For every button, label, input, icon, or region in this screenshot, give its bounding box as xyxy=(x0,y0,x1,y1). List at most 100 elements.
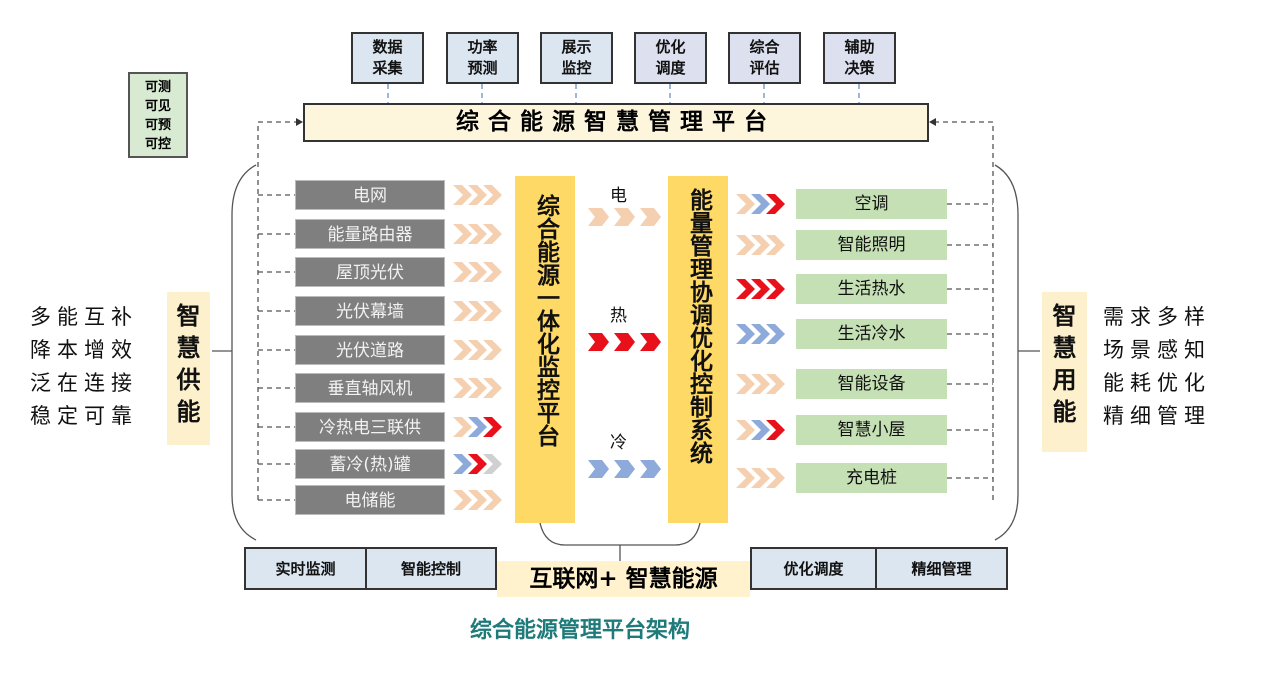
bottom-fine-management: 精细管理 xyxy=(875,547,1008,590)
top-function-box: 辅助 决策 xyxy=(823,32,896,84)
top-function-box: 优化 调度 xyxy=(634,32,707,84)
consumer-box: 生活冷水 xyxy=(796,319,947,349)
flow-arrow-icon xyxy=(588,460,609,478)
flow-chevron-icon xyxy=(751,194,770,214)
flow-chevron-icon xyxy=(766,374,785,394)
flow-chevron-icon xyxy=(483,301,502,321)
description-line: 降本增效 xyxy=(30,338,138,362)
bottom-realtime-monitoring: 实时监测 xyxy=(244,547,367,590)
flow-chevron-icon xyxy=(468,301,487,321)
flow-chevron-icon xyxy=(483,340,502,360)
supply-source-box: 光伏道路 xyxy=(295,335,445,365)
supply-source-box: 电网 xyxy=(295,180,445,210)
features-box: 可测 可见 可预 可控 xyxy=(128,72,188,158)
flow-chevron-icon xyxy=(751,468,770,488)
left-tag: 智慧供能 xyxy=(167,292,210,445)
top-function-box: 数据 采集 xyxy=(351,32,424,84)
left-feedback-line xyxy=(257,121,298,500)
flow-chevron-icon xyxy=(766,468,785,488)
caption: 综合能源管理平台架构 xyxy=(469,618,690,643)
flow-chevron-icon xyxy=(483,185,502,205)
flow-chevron-icon xyxy=(736,420,755,440)
flow-chevron-icon xyxy=(468,224,487,244)
description-line: 精细管理 xyxy=(1103,404,1211,428)
description-line: 多能互补 xyxy=(30,305,138,329)
flow-arrow-icon xyxy=(614,460,635,478)
control-system: 能量管理协调优化控制系统 xyxy=(668,176,728,523)
supply-source-box: 冷热电三联供 xyxy=(295,412,445,442)
flow-chevron-icon xyxy=(766,420,785,440)
flow-chevron-icon xyxy=(468,262,487,282)
flow-chevron-icon xyxy=(736,468,755,488)
description-line: 稳定可靠 xyxy=(30,404,138,428)
flow-chevron-icon xyxy=(483,262,502,282)
flow-chevron-icon xyxy=(736,324,755,344)
top-function-box: 展示 监控 xyxy=(540,32,613,84)
flow-chevron-icon xyxy=(483,224,502,244)
consumer-box: 空调 xyxy=(796,189,947,219)
flow-arrow-icon xyxy=(640,333,661,351)
flow-chevron-icon xyxy=(766,235,785,255)
left-brace xyxy=(231,164,257,541)
flow-chevron-icon xyxy=(453,490,472,510)
flow-chevron-icon xyxy=(453,454,472,474)
description-line: 能耗优化 xyxy=(1103,371,1211,395)
top-function-box: 综合 评估 xyxy=(728,32,801,84)
top-function-box: 功率 预测 xyxy=(446,32,519,84)
bottom-bracket xyxy=(539,522,701,546)
flow-chevron-icon xyxy=(453,417,472,437)
flow-chevron-icon xyxy=(468,185,487,205)
right-feedback-line xyxy=(934,121,994,500)
flow-chevron-icon xyxy=(468,378,487,398)
supply-source-box: 光伏幕墙 xyxy=(295,296,445,326)
flow-arrow-icon xyxy=(614,208,635,226)
supply-source-box: 垂直轴风机 xyxy=(295,373,445,403)
flow-chevron-icon xyxy=(736,374,755,394)
flow-arrow-icon xyxy=(640,460,661,478)
flow-chevron-icon xyxy=(453,378,472,398)
flow-arrow-icon xyxy=(614,333,635,351)
flow-chevron-icon xyxy=(468,454,487,474)
flow-chevron-icon xyxy=(766,279,785,299)
supply-source-box: 能量路由器 xyxy=(295,219,445,249)
flow-chevron-icon xyxy=(483,490,502,510)
flow-chevron-icon xyxy=(483,417,502,437)
platform-title: 综合能源智慧管理平台 xyxy=(303,103,929,142)
flow-label-cold: 冷 xyxy=(610,433,627,453)
flow-chevron-icon xyxy=(453,301,472,321)
flow-chevron-icon xyxy=(736,194,755,214)
description-line: 泛在连接 xyxy=(30,371,138,395)
flow-chevron-icon xyxy=(751,324,770,344)
flow-chevron-icon xyxy=(751,279,770,299)
flow-chevron-icon xyxy=(453,224,472,244)
flow-chevron-icon xyxy=(453,340,472,360)
consumer-box: 智能照明 xyxy=(796,230,947,260)
flow-chevron-icon xyxy=(483,378,502,398)
flow-chevron-icon xyxy=(736,235,755,255)
flow-chevron-icon xyxy=(751,374,770,394)
flow-arrow-icon xyxy=(588,333,609,351)
supply-source-box: 屋顶光伏 xyxy=(295,257,445,287)
flow-chevron-icon xyxy=(468,490,487,510)
bottom-optimal-dispatch: 优化调度 xyxy=(750,547,877,590)
flow-chevron-icon xyxy=(736,279,755,299)
description-line: 场景感知 xyxy=(1103,338,1211,362)
consumer-box: 生活热水 xyxy=(796,274,947,304)
flow-chevron-icon xyxy=(751,235,770,255)
flow-arrow-icon xyxy=(588,208,609,226)
consumer-box: 智能设备 xyxy=(796,369,947,399)
consumer-box: 智慧小屋 xyxy=(796,415,947,445)
flow-chevron-icon xyxy=(751,420,770,440)
consumer-box: 充电桩 xyxy=(796,463,947,493)
flow-label-electric: 电 xyxy=(610,186,627,206)
flow-chevron-icon xyxy=(483,454,502,474)
left-description: 多能互补降本增效泛在连接稳定可靠 xyxy=(30,301,138,433)
internet-smart-energy: 互联网+ 智慧能源 xyxy=(497,561,750,597)
bottom-smart-control: 智能控制 xyxy=(365,547,497,590)
flow-chevron-icon xyxy=(453,262,472,282)
flow-chevron-icon xyxy=(468,340,487,360)
flow-chevron-icon xyxy=(453,185,472,205)
supply-source-box: 电储能 xyxy=(295,485,445,515)
